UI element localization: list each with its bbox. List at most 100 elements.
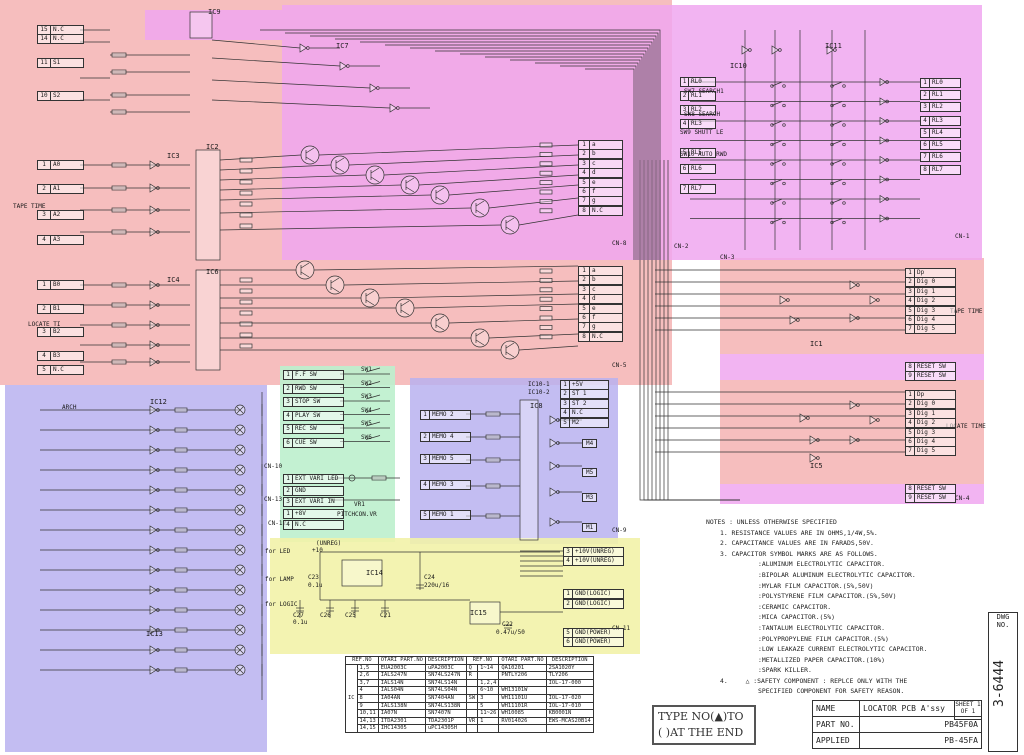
wire (475, 209, 485, 216)
switch-contact (770, 201, 774, 205)
resistor (485, 483, 501, 489)
resistor (174, 627, 188, 633)
parts-header-cell: DESCRIPTION (545, 656, 594, 665)
wire (236, 666, 244, 674)
cn-panel-sw-pin-label: REC SW (292, 424, 344, 434)
parts-table-cell: 14,13 (356, 716, 379, 726)
buffer-gate (849, 435, 858, 445)
wire (505, 226, 515, 233)
wire (771, 120, 783, 126)
inverter-bubble (156, 408, 160, 412)
wire (236, 566, 244, 574)
notes-block: NOTES : UNLESS OTHERWISE SPECIFIED 1. RE… (706, 517, 1006, 695)
buffer-gate (549, 438, 558, 448)
resistor (539, 268, 553, 274)
inverter-bubble (156, 448, 160, 452)
buffer-gate (549, 461, 558, 471)
wire (330, 277, 340, 284)
switch-contact (782, 103, 786, 108)
parts-table-cell: SN7407N (424, 709, 467, 718)
parts-header-cell: OTARI PART.NO (498, 656, 547, 665)
transistor (430, 313, 450, 333)
resistor (239, 179, 253, 185)
resistor (239, 201, 253, 207)
buffer-gate (879, 214, 887, 223)
note-cap-8: :POLYPROPYLENE FILM CAPACITOR.(5%) (758, 634, 889, 643)
switch-contact (842, 103, 846, 108)
buffer-gate (149, 183, 158, 193)
buffer-gate (879, 136, 887, 145)
wire (211, 57, 341, 67)
note-cap-7: :TANTALUM ELECTROLYTIC CAPACITOR. (758, 623, 885, 632)
switch-contact (770, 220, 774, 225)
parts-table-cell: IALS14N (377, 678, 426, 688)
resistor (239, 332, 253, 338)
resistor (539, 208, 553, 214)
wire (285, 32, 659, 260)
wire (771, 218, 783, 223)
for-led-label: for LED (265, 548, 291, 555)
parts-table-cell: 11~26 (477, 709, 500, 718)
wire (370, 176, 380, 183)
wire (313, 265, 579, 271)
wire (831, 179, 843, 184)
parts-table-cell: Q (465, 663, 479, 673)
buffer-gate (849, 400, 858, 410)
cn2-sw-pin-label: RL3 (688, 119, 716, 130)
stamp-line-1: TYPE NO(▲)TO (658, 710, 744, 723)
inverter-bubble (885, 119, 889, 123)
wire (435, 50, 647, 260)
wire (385, 44, 651, 260)
wire (831, 120, 843, 126)
cn-panel-aux-pin-label: EXT VARI LED (292, 474, 344, 484)
ic5-label: IC5 (810, 462, 823, 470)
wire (318, 144, 579, 156)
parts-table-cell: WH11101R (498, 701, 547, 711)
sw10-label: SW10 AUTO RWD (680, 151, 727, 158)
inverter-bubble (156, 360, 160, 364)
note-cap-3: :MYLAR FILM CAPACITOR.(5%,50V) (758, 581, 874, 590)
cn4-label: CN-4 (955, 495, 970, 502)
transistor (360, 288, 380, 308)
wire (236, 406, 244, 414)
buffer-gate (149, 645, 158, 655)
cn11-pin-label: GND(LOGIC) (572, 598, 624, 609)
inverter-bubble (346, 64, 350, 68)
cn-locate-left-pin-number: 1 (37, 280, 51, 290)
buffer-gate (339, 61, 348, 71)
transistor (470, 328, 490, 348)
cn1-sw-pin-label: RL2 (929, 102, 961, 113)
transistor (500, 215, 520, 235)
cap-value-label: 0.1u (293, 619, 308, 626)
resistor (111, 52, 127, 58)
inverter-bubble (156, 608, 160, 612)
buffer-gate (149, 357, 158, 367)
inverter-bubble (885, 80, 889, 84)
cn1-sw-pin-label: RL3 (929, 115, 961, 126)
memo-output-label: M3 (582, 493, 598, 502)
buffer-gate (869, 415, 878, 425)
dwg-number: 3-6444 (992, 660, 1007, 707)
cn1-label: CN-1 (955, 233, 970, 240)
resistor (174, 547, 188, 553)
applied-value: PB-45FA (859, 732, 982, 749)
parts-table-header: REF.NO OTARI PART.NO DESCRIPTION REF.NO … (345, 656, 594, 665)
resistor (111, 322, 127, 328)
cn-panel-sw-pin-label: F.F SW (292, 370, 344, 380)
transistor (430, 185, 450, 205)
wire (236, 466, 244, 474)
parts-table-cell: 8 (356, 693, 379, 703)
resistor (111, 69, 127, 75)
note-cap-9: :LOW LEAKAZE CURRENT ELECTROLYTIC CAPACI… (758, 645, 928, 654)
inverter-bubble (156, 588, 160, 592)
resistor (539, 315, 553, 321)
resistor (174, 567, 188, 573)
wire (831, 159, 843, 165)
cn1-sw-pin-label: RL0 (929, 78, 961, 88)
dwg-no-label: DWG NO. (996, 613, 1010, 629)
resistor (174, 527, 188, 533)
parts-table-cell: VR (465, 716, 479, 726)
wire (365, 290, 375, 297)
buffer-gate (149, 665, 158, 675)
